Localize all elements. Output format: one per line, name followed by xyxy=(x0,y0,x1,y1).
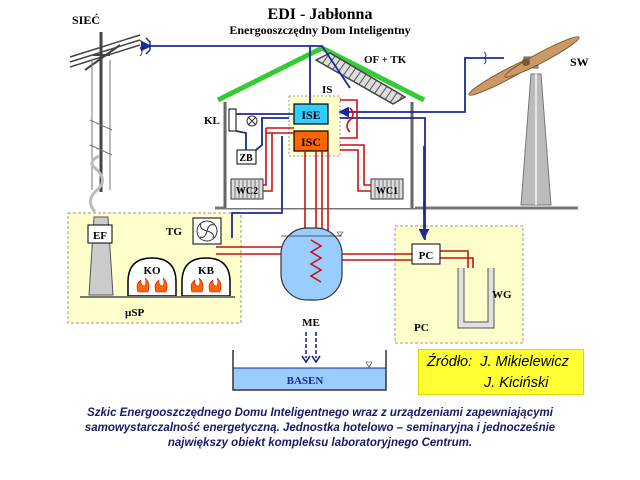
label-pc-zone: PC xyxy=(414,322,429,334)
pool-feed-arrows xyxy=(301,332,321,364)
wc1-radiator xyxy=(370,178,404,200)
caption-line-2: samowystarczalność energetyczną. Jednost… xyxy=(84,422,556,434)
label-wind: SW xyxy=(570,55,589,69)
flame-icon xyxy=(136,277,222,293)
caption-line-3: największy obiekt kompleksu laboratoryjn… xyxy=(167,437,473,449)
isc-unit xyxy=(293,130,329,152)
label-zb: ZB xyxy=(239,153,253,164)
label-ise: ISE xyxy=(301,108,320,122)
diagram-title: EDI - Jabłonna xyxy=(268,6,373,23)
boiler-ko xyxy=(127,257,177,297)
heat-pump-unit xyxy=(411,243,441,265)
label-ko: KO xyxy=(143,265,161,277)
valve-icon xyxy=(246,115,258,127)
label-usp: µSP xyxy=(125,307,144,319)
source-box: Źródło: J. Mikielewicz J. Kiciński xyxy=(418,349,584,395)
label-isc: ISC xyxy=(301,135,321,149)
label-wg: WG xyxy=(492,289,512,301)
diagram-subtitle: Energooszczędny Dom Inteligentny xyxy=(229,23,410,37)
fan-icon xyxy=(196,220,218,242)
label-me: ME xyxy=(302,317,320,329)
wc2-radiator xyxy=(230,178,264,200)
label-pool: BASEN xyxy=(287,375,324,387)
source-author-1: J. Mikielewicz xyxy=(480,354,569,370)
label-is: IS xyxy=(322,84,332,96)
kl-unit xyxy=(228,108,237,132)
pool xyxy=(232,350,387,391)
source-label: Źródło: xyxy=(427,354,473,370)
label-kb: KB xyxy=(198,265,215,277)
wind-turbine xyxy=(468,36,580,206)
figure-caption: Szkic Energooszczędnego Domu Inteligentn… xyxy=(10,406,630,451)
chimney-ef xyxy=(87,154,114,296)
label-pc-unit: PC xyxy=(419,250,434,262)
label-ef: EF xyxy=(93,230,107,242)
boiler-kb xyxy=(181,257,231,297)
power-pole xyxy=(69,32,151,192)
label-grid: SIEĆ xyxy=(72,13,100,27)
label-wc1: WC1 xyxy=(376,186,398,197)
buffer-tank xyxy=(280,227,344,301)
label-pv-collectors: OF + TK xyxy=(364,54,407,66)
label-kl: KL xyxy=(204,115,220,127)
source-author-2: J. Kiciński xyxy=(484,375,549,391)
electrical-wiring xyxy=(141,40,504,240)
hot-water-pipes xyxy=(216,99,485,308)
ground-exchanger xyxy=(457,268,495,329)
label-wc2: WC2 xyxy=(236,186,258,197)
label-tg: TG xyxy=(166,226,182,238)
caption-line-1: Szkic Energooszczędnego Domu Inteligentn… xyxy=(87,407,553,419)
solar-collectors xyxy=(314,52,407,105)
